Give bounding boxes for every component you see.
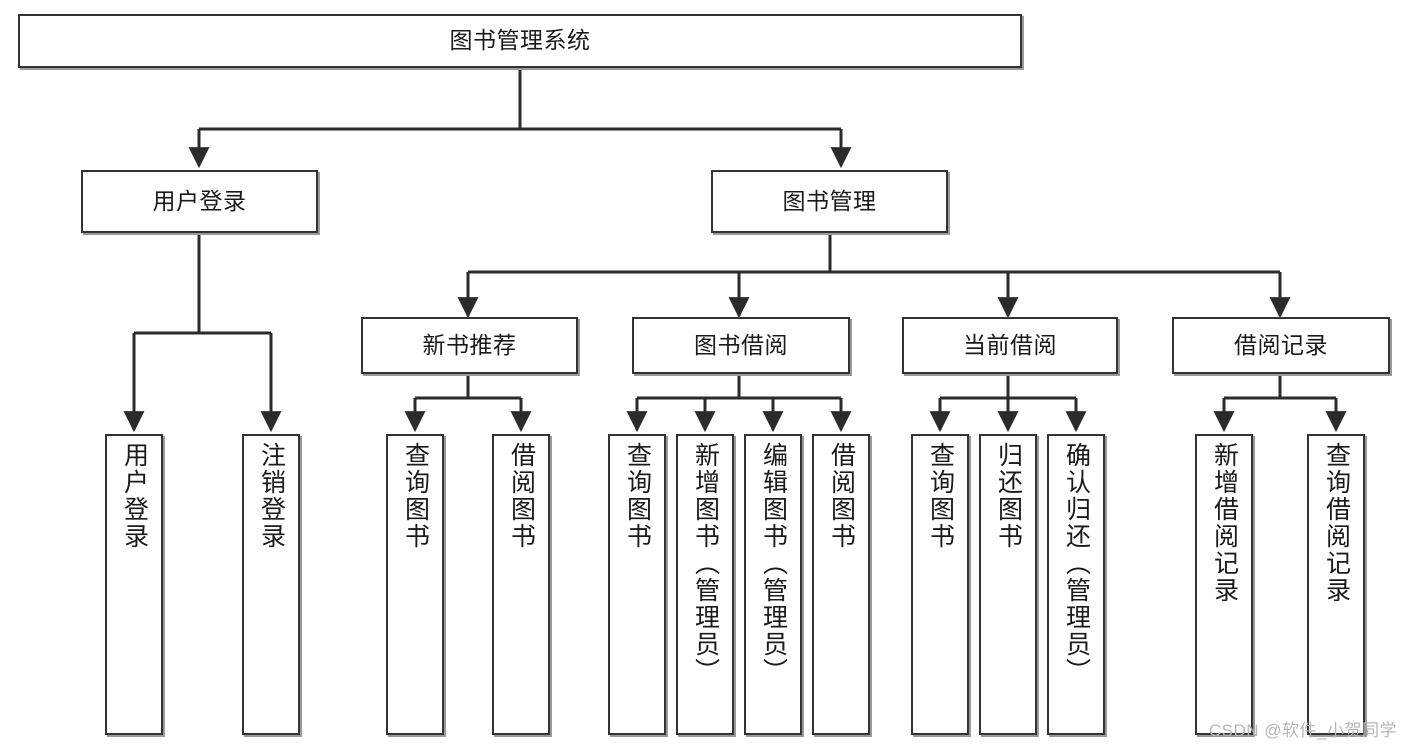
node-leaf-logout[interactable]: 注销登录: [242, 434, 300, 735]
node-leaf-edit-book[interactable]: 编辑图书（管理员）: [744, 434, 802, 735]
node-new-book-recommend[interactable]: 新书推荐: [361, 317, 578, 374]
node-leaf-user-login-label: 用户登录: [120, 442, 149, 550]
watermark-text: CSDN @软件_小贺同学: [1208, 721, 1397, 740]
node-leaf-return-book-label: 归还图书: [994, 442, 1023, 550]
node-leaf-logout-label: 注销登录: [257, 442, 286, 550]
node-leaf-borrow-book-2-label: 借阅图书: [827, 442, 856, 550]
node-leaf-query-book-1-label: 查询图书: [401, 442, 430, 550]
node-leaf-user-login[interactable]: 用户登录: [105, 434, 163, 735]
node-leaf-query-book-2-label: 查询图书: [623, 442, 652, 550]
node-current-borrow-label: 当前借阅: [963, 331, 1057, 358]
node-leaf-borrow-book-1-label: 借阅图书: [507, 442, 536, 550]
node-user-login-label: 用户登录: [152, 187, 247, 214]
node-borrow-record[interactable]: 借阅记录: [1172, 317, 1390, 374]
node-root[interactable]: 图书管理系统: [18, 14, 1022, 68]
node-leaf-add-book[interactable]: 新增图书（管理员）: [676, 434, 734, 735]
node-leaf-return-book[interactable]: 归还图书: [979, 434, 1037, 735]
node-leaf-borrow-book-1[interactable]: 借阅图书: [492, 434, 550, 735]
node-book-borrow-label: 图书借阅: [694, 331, 788, 358]
node-borrow-record-label: 借阅记录: [1234, 331, 1328, 358]
node-leaf-add-record[interactable]: 新增借阅记录: [1195, 434, 1253, 735]
node-leaf-confirm-return-label: 确认归还（管理员）: [1062, 442, 1091, 685]
node-book-borrow[interactable]: 图书借阅: [632, 317, 850, 374]
node-leaf-add-book-label: 新增图书（管理员）: [691, 442, 720, 685]
node-leaf-query-book-3[interactable]: 查询图书: [911, 434, 969, 735]
node-leaf-confirm-return[interactable]: 确认归还（管理员）: [1047, 434, 1105, 735]
node-user-login[interactable]: 用户登录: [81, 170, 318, 233]
node-leaf-query-record[interactable]: 查询借阅记录: [1307, 434, 1365, 735]
node-book-manage-label: 图书管理: [782, 187, 877, 214]
node-leaf-query-record-label: 查询借阅记录: [1322, 442, 1351, 604]
node-book-manage[interactable]: 图书管理: [711, 170, 948, 233]
node-leaf-query-book-3-label: 查询图书: [926, 442, 955, 550]
node-current-borrow[interactable]: 当前借阅: [902, 317, 1118, 374]
node-root-label: 图书管理系统: [449, 27, 591, 54]
node-new-book-recommend-label: 新书推荐: [422, 331, 517, 358]
node-leaf-borrow-book-2[interactable]: 借阅图书: [812, 434, 870, 735]
node-leaf-edit-book-label: 编辑图书（管理员）: [759, 442, 788, 685]
node-leaf-query-book-2[interactable]: 查询图书: [608, 434, 666, 735]
node-leaf-add-record-label: 新增借阅记录: [1210, 442, 1239, 604]
node-leaf-query-book-1[interactable]: 查询图书: [386, 434, 444, 735]
